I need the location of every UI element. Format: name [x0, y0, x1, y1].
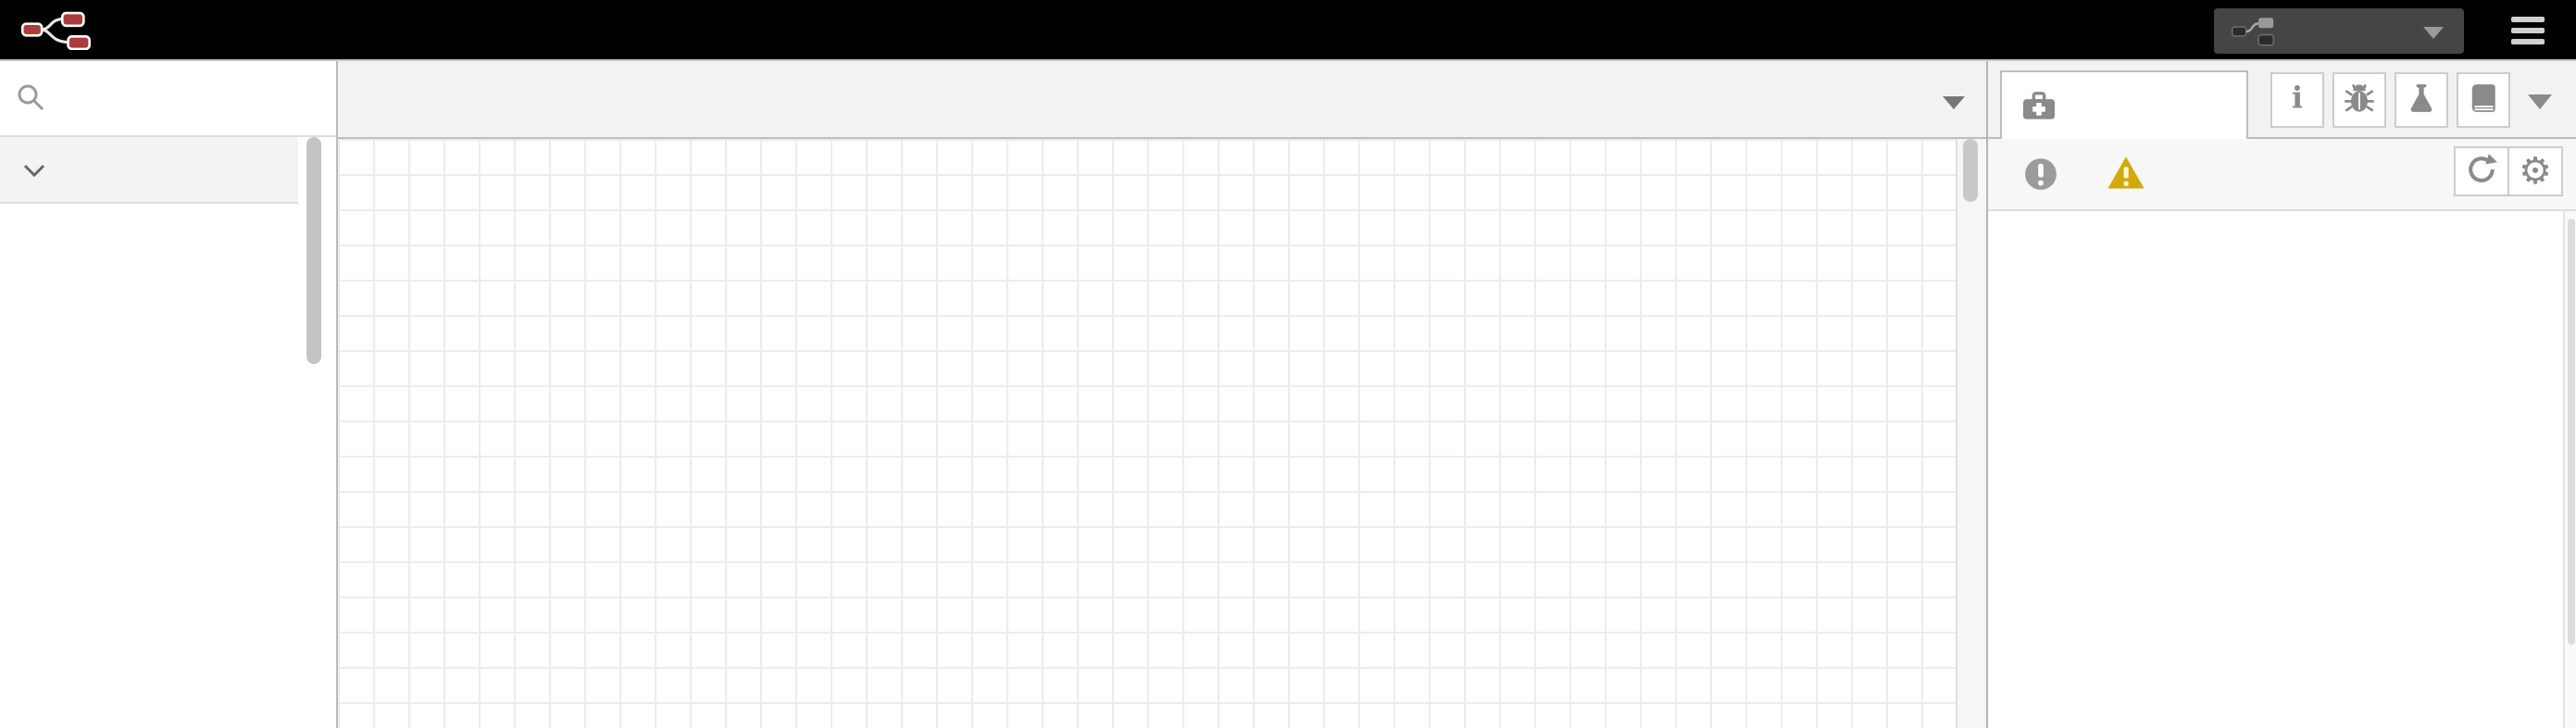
canvas-scrollbar-thumb[interactable] [1963, 139, 1978, 202]
svg-text:i: i [2292, 82, 2303, 114]
workspace-tabbar [338, 61, 1988, 139]
canvas-vertical-scrollbar[interactable] [1956, 139, 1986, 728]
refresh-icon [2465, 153, 2498, 191]
main-menu-button[interactable] [2511, 14, 2545, 47]
sidebar-tab-debug-button[interactable] [2332, 72, 2386, 128]
sidebar-tab-info-button[interactable]: i [2270, 72, 2324, 128]
hamburger-icon [2511, 28, 2545, 33]
node-red-logo-icon [20, 11, 94, 51]
error-count-icon [2024, 157, 2057, 195]
chevron-down-icon [22, 163, 46, 182]
deploy-button[interactable] [2214, 8, 2464, 54]
gear-icon: ⚙ [2519, 151, 2552, 192]
flow-list-caret-down-icon[interactable] [1943, 96, 1965, 109]
deploy-caret-down-icon[interactable] [2423, 27, 2444, 39]
medkit-icon [2020, 91, 2057, 127]
sidebar-tab-tests-button[interactable] [2395, 72, 2448, 128]
wires [338, 139, 1956, 728]
book-icon [2468, 82, 2499, 119]
sidebar-divider[interactable] [1986, 61, 1988, 728]
refresh-button[interactable] [2456, 148, 2507, 195]
hamburger-icon [2511, 39, 2545, 44]
palette-items [0, 206, 306, 728]
sidebar-tabbar: i [1988, 61, 2576, 139]
palette-search [0, 61, 336, 137]
lint-toolbar-buttons: ⚙ [2454, 146, 2563, 196]
palette [0, 61, 338, 728]
lint-toolbar: ⚙ [1988, 139, 2576, 211]
flow-canvas[interactable] [338, 139, 1956, 728]
info-icon: i [2282, 81, 2313, 119]
lint-issue-list [1988, 211, 2563, 728]
filter-nodes-input[interactable] [52, 74, 315, 122]
search-icon [15, 82, 46, 118]
deploy-icon [2229, 17, 2277, 51]
hamburger-icon [2511, 17, 2545, 22]
palette-category-common[interactable] [0, 137, 298, 204]
sidebar-tab-lint[interactable] [2000, 70, 2248, 139]
sidebar: i [1988, 61, 2576, 728]
warning-count-icon [2107, 156, 2145, 195]
sidebar-scrollbar[interactable] [2563, 211, 2576, 728]
sidebar-tabs-caret-down-icon[interactable] [2528, 94, 2552, 109]
palette-scrollbar-thumb[interactable] [306, 137, 321, 364]
bug-icon [2343, 82, 2376, 119]
add-flow-button[interactable] [1870, 76, 1926, 128]
settings-button[interactable]: ⚙ [2507, 148, 2561, 195]
header [0, 0, 2576, 61]
sidebar-scrollbar-thumb[interactable] [2568, 219, 2575, 645]
sidebar-tab-help-button[interactable] [2457, 72, 2510, 128]
flask-icon [2406, 82, 2437, 119]
